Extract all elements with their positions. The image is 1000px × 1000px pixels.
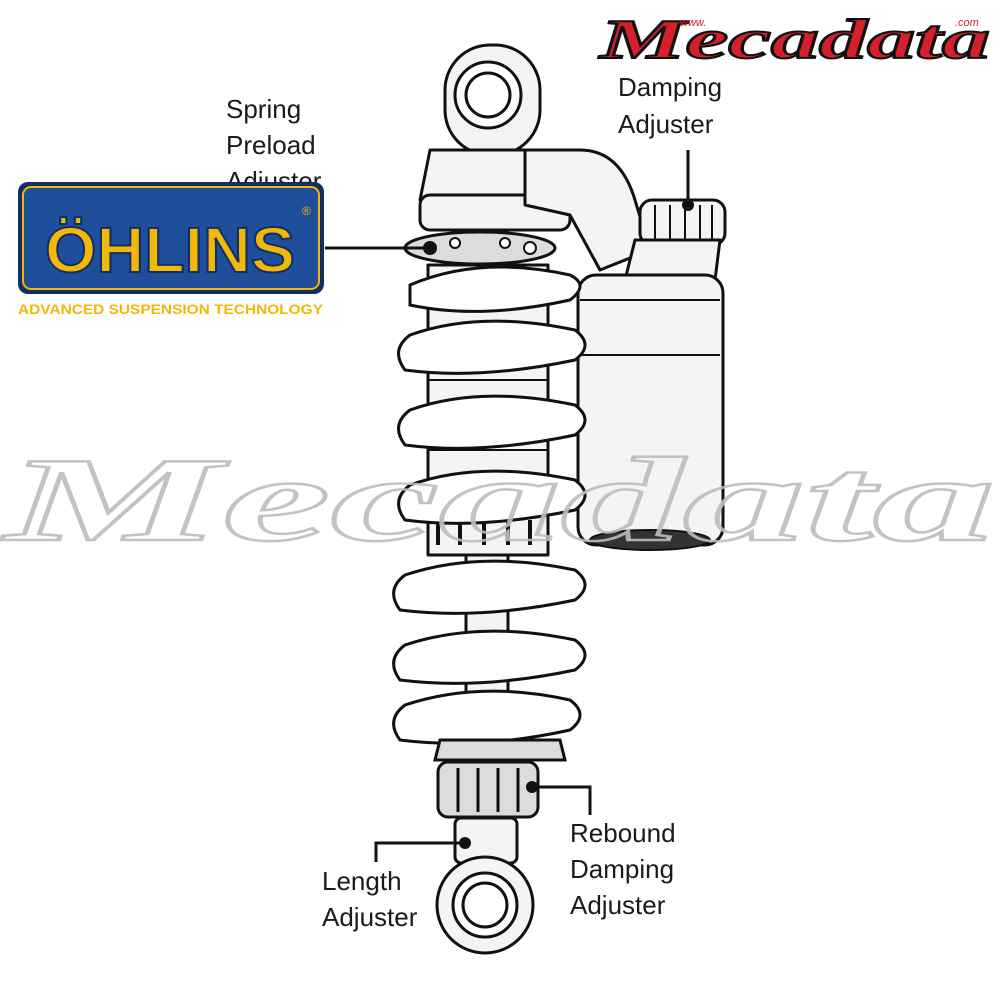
mecadata-badge-com: .com [955, 17, 979, 29]
mecadata-badge: Mecadata www. .com [597, 8, 991, 72]
preload-label-line-2: Preload [226, 130, 316, 160]
length-label-line-2: Adjuster [322, 902, 418, 932]
rebound-label-line-1: Rebound [570, 818, 676, 848]
mecadata-overlay-watermark: Mecadata [1, 433, 995, 566]
rebound-adjuster-nut [436, 760, 540, 819]
length-label-line-1: Length [322, 866, 402, 896]
mecadata-badge-wordmark: Mecadata [598, 9, 990, 71]
ohlins-tagline: ADVANCED SUSPENSION TECHNOLOGY [18, 301, 324, 317]
leader-lines [325, 150, 694, 862]
rebound-label-line-2: Damping [570, 854, 674, 884]
coil-spring [392, 265, 587, 745]
preload-label-line-1: Spring [226, 94, 301, 124]
registered-mark: ® [302, 204, 311, 218]
mecadata-badge-www: www. [680, 17, 706, 29]
compression-label-line-1: Damping [618, 72, 722, 102]
reservoir-hose [523, 148, 652, 272]
length-leader [374, 841, 465, 862]
lower-spring-seat [433, 738, 567, 762]
ohlins-logo-panel [22, 186, 320, 290]
ohlins-logo: ÖHLINS ® ADVANCED SUSPENSION TECHNOLOGY [18, 182, 324, 317]
compression-label-line-2: Adjuster [618, 109, 714, 139]
rebound-leader [532, 785, 592, 815]
rebound-label-line-3: Adjuster [570, 890, 666, 920]
shock-absorber-illustration [392, 43, 727, 955]
ohlins-logo-wordmark: ÖHLINS [45, 214, 295, 286]
